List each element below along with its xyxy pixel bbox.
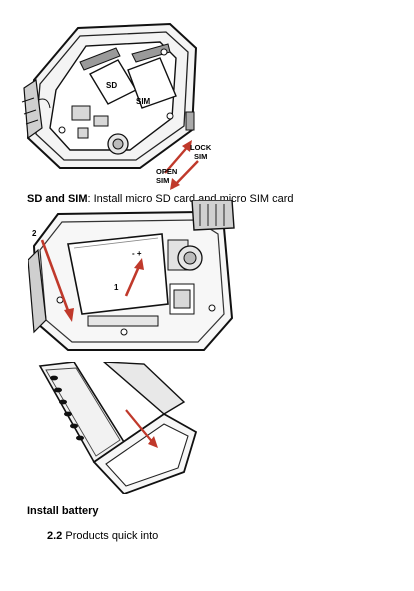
- polarity-label: - +: [132, 249, 142, 258]
- open-sim-label: SIM: [156, 176, 169, 185]
- section-heading: 2.2 Products quick into: [47, 530, 158, 543]
- section-number: 2.2: [47, 530, 63, 542]
- step-2-label: 2: [32, 229, 37, 238]
- open-label: OPEN: [156, 167, 177, 176]
- battery-illustration: 2 1 - +: [28, 200, 235, 351]
- lock-label: LOCK: [190, 143, 212, 152]
- insert-arrow-1: [124, 263, 142, 297]
- step-1-label: 1: [114, 283, 119, 292]
- section-title: Products quick into: [62, 530, 159, 542]
- sim-label: SIM: [136, 97, 151, 106]
- cover-arrow: [125, 409, 155, 445]
- strap-cover-illustration: [38, 362, 198, 494]
- install-battery-caption: Install battery: [27, 505, 99, 517]
- sd-label: SD: [106, 81, 117, 90]
- sd-sim-caption-text: : Install micro SD card and micro SIM ca…: [87, 193, 294, 205]
- insert-arrow-2: [40, 239, 72, 317]
- lock-sim-label: SIM: [194, 152, 207, 161]
- sd-sim-slot-illustration: SD SIM LOCK SIM OPEN SIM: [21, 22, 212, 190]
- sd-sim-caption: SD and SIM: Install micro SD card and mi…: [27, 193, 294, 206]
- sd-sim-caption-bold: SD and SIM: [27, 193, 88, 205]
